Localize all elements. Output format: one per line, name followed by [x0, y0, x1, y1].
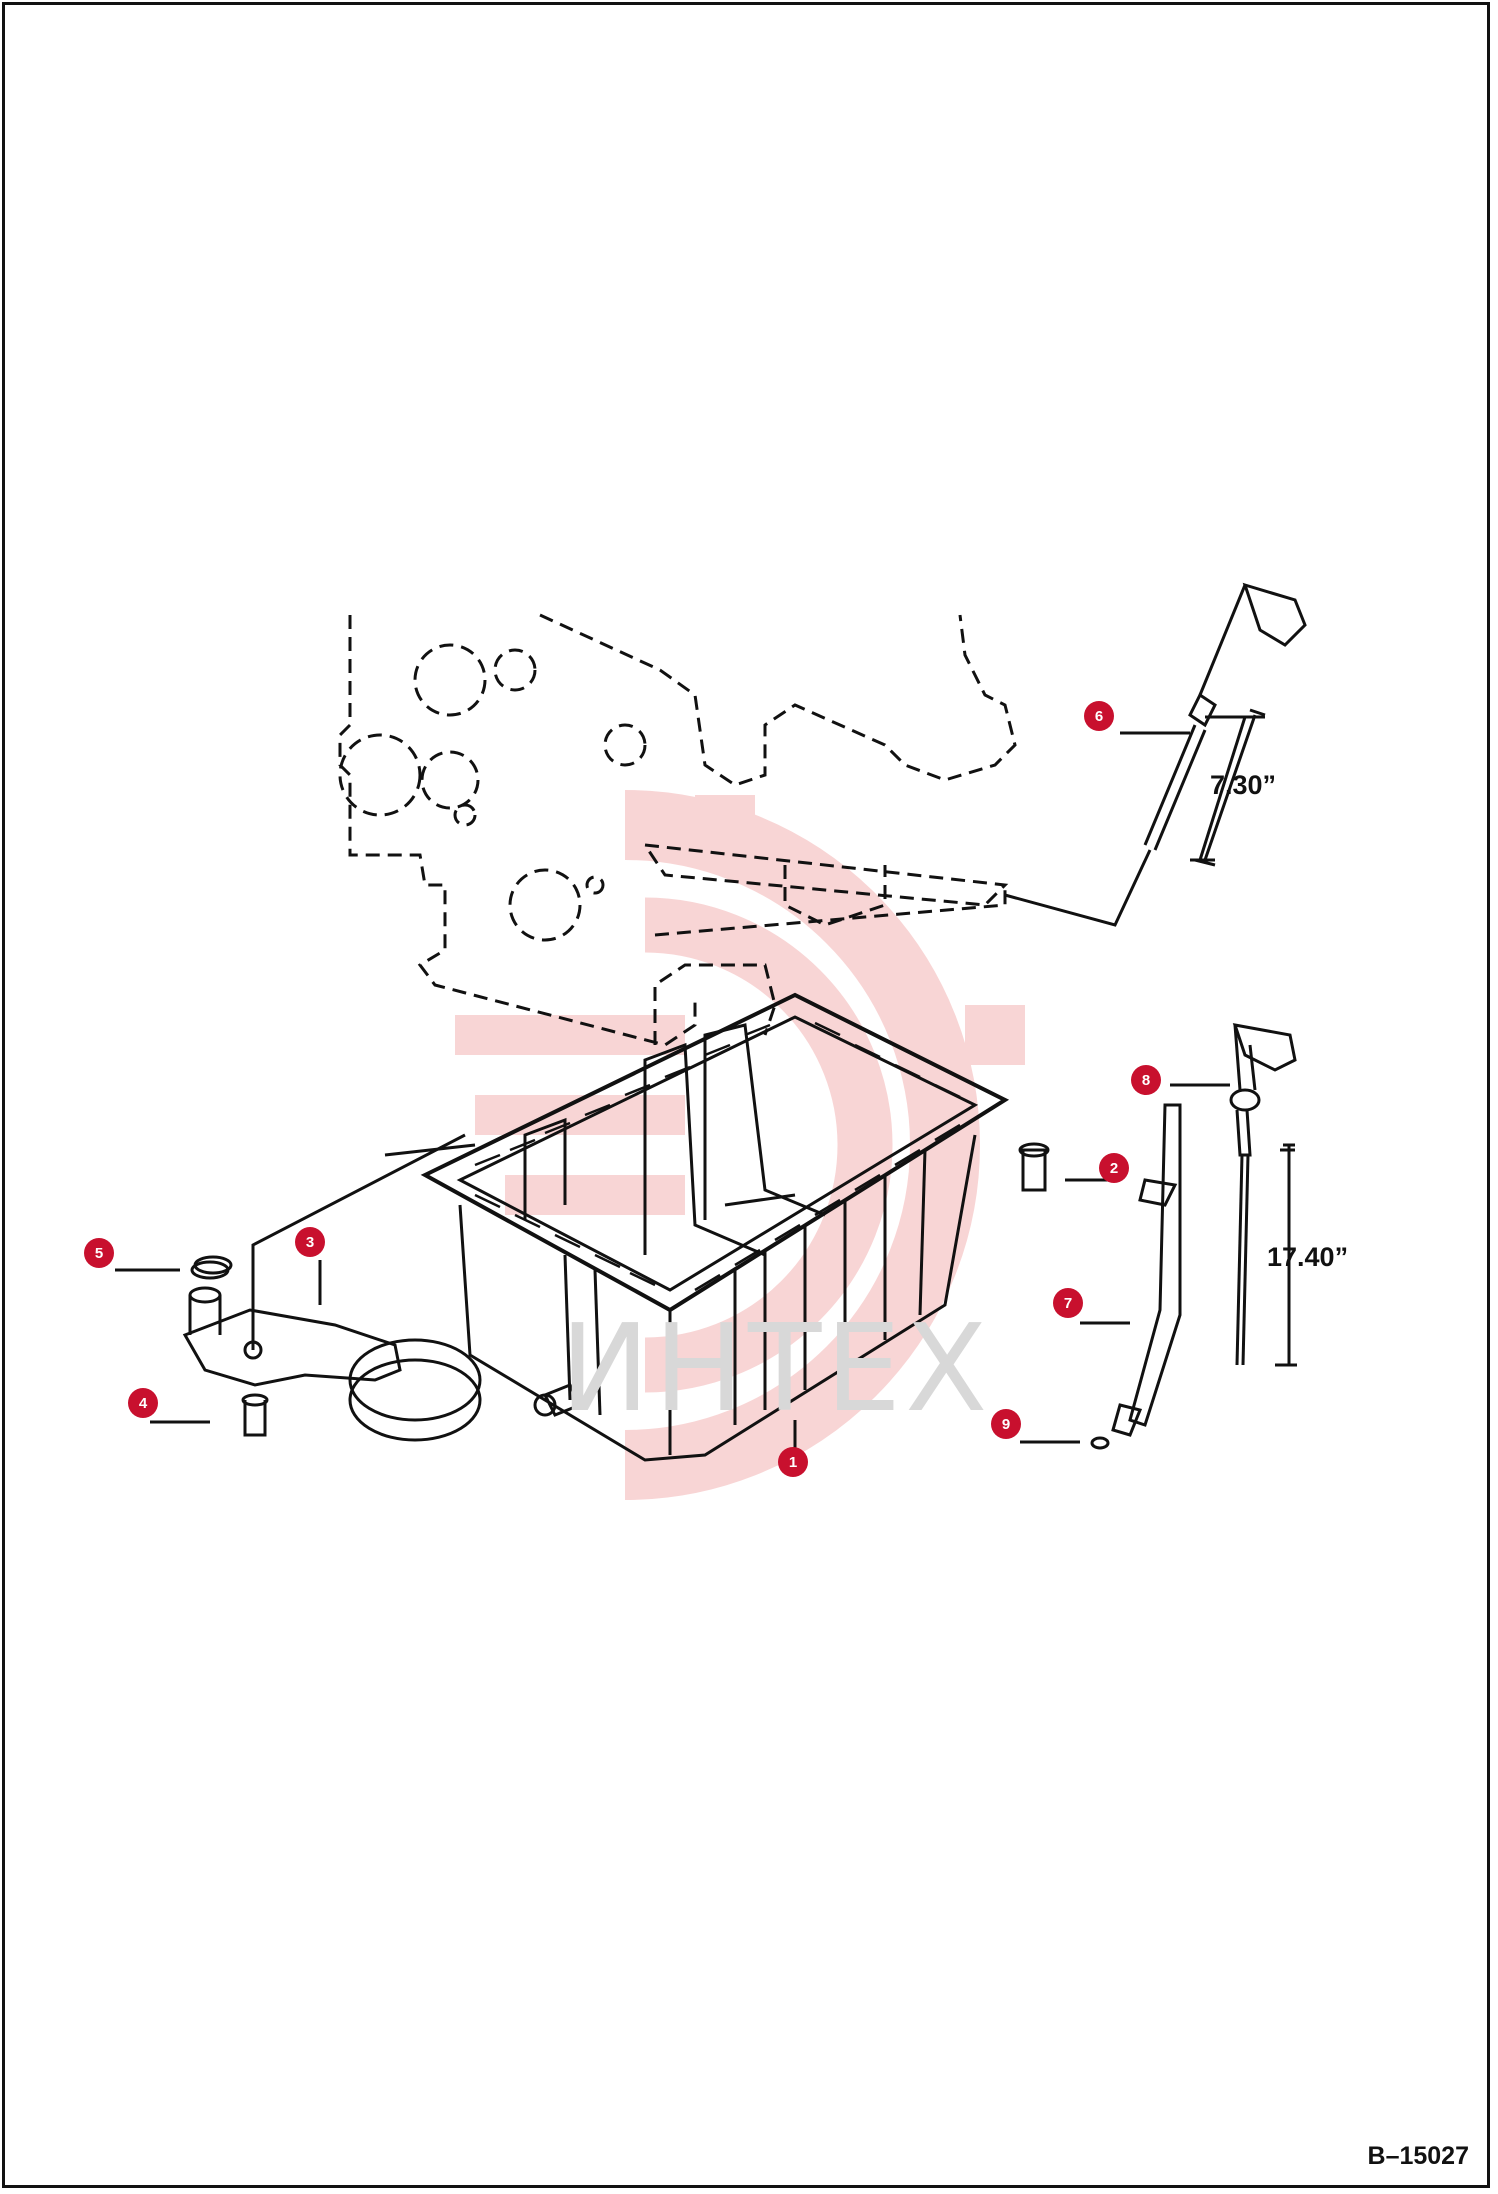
dimension-label-short: 7.30”: [1210, 770, 1277, 800]
leader-lines: [115, 731, 1230, 1475]
drawing-number: B–15027: [1367, 2142, 1469, 2170]
oil-pan: [420, 992, 1010, 1462]
dimension-lines: [1190, 715, 1295, 1367]
engine-block-outline: [338, 613, 1017, 1047]
gear-logo-icon: [455, 790, 1025, 1500]
callout-8[interactable]: 8: [1131, 1065, 1161, 1095]
callout-4[interactable]: 4: [128, 1388, 158, 1418]
exploded-view-drawing: [115, 582, 1307, 1500]
dipstick-short: [1004, 582, 1307, 927]
hardware-parts: [193, 1142, 1110, 1450]
callout-5[interactable]: 5: [84, 1238, 114, 1268]
oil-strainer: [182, 1133, 482, 1442]
callout-7[interactable]: 7: [1053, 1288, 1083, 1318]
callout-6[interactable]: 6: [1084, 701, 1114, 731]
dipstick-long: [1111, 1023, 1297, 1437]
callout-1[interactable]: 1: [778, 1447, 808, 1477]
dimension-label-long: 17.40”: [1267, 1242, 1349, 1272]
callout-2[interactable]: 2: [1099, 1153, 1129, 1183]
callout-3[interactable]: 3: [295, 1227, 325, 1257]
callout-9[interactable]: 9: [991, 1409, 1021, 1439]
watermark-text: ИНТЕХ: [560, 1300, 992, 1439]
